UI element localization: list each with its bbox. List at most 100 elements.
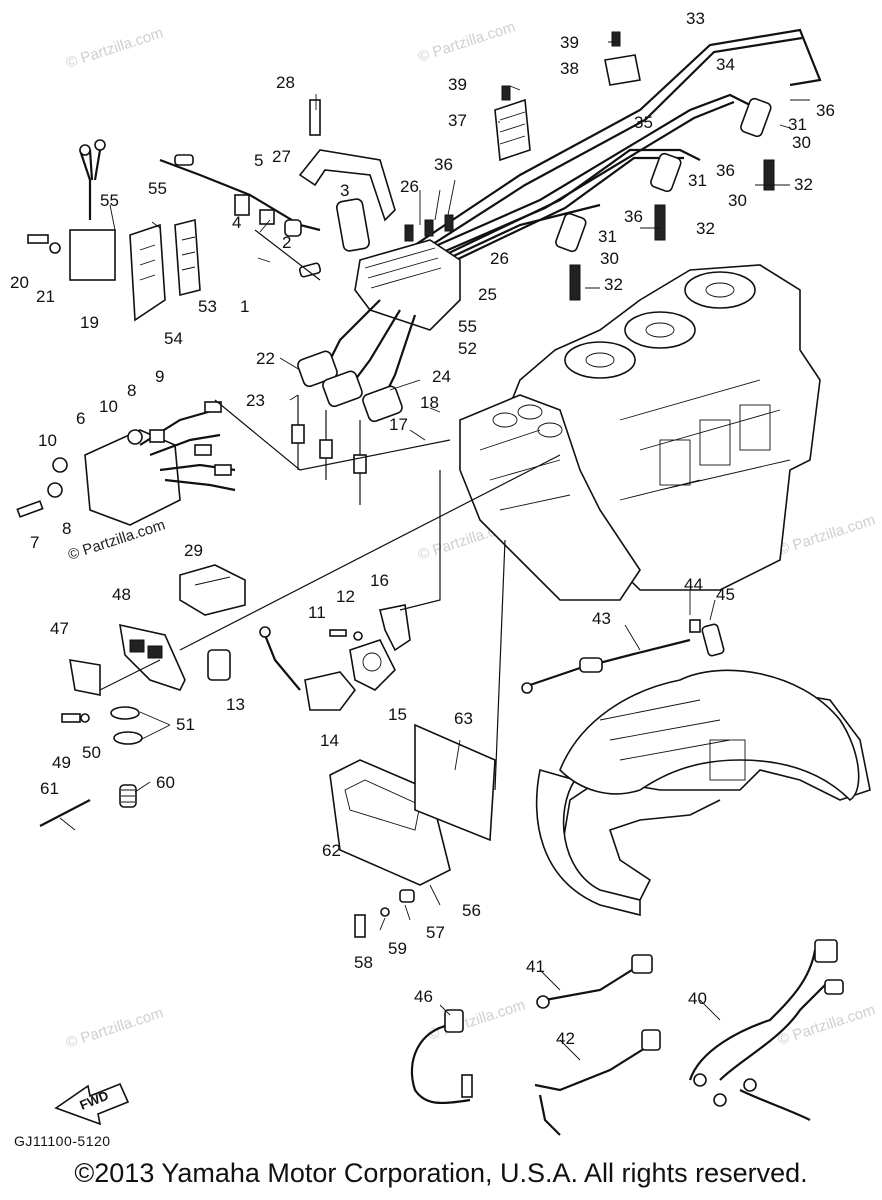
coil-leads [291, 299, 417, 505]
callout-8b: 8 [62, 519, 71, 538]
callout-45: 45 [716, 585, 735, 604]
watermark: © Partzilla.com [66, 516, 167, 563]
callout-51: 51 [176, 715, 195, 734]
callout-53: 53 [198, 297, 217, 316]
callout-63: 63 [454, 709, 473, 728]
lead-clamps [494, 31, 641, 162]
bracket-48 [61, 454, 561, 723]
callout-43: 43 [592, 609, 611, 628]
small-hardware [39, 706, 143, 827]
callout-26: 26 [400, 177, 419, 196]
callout-55c: 55 [458, 317, 477, 336]
callout-36c: 36 [624, 207, 643, 226]
callout-60: 60 [156, 773, 175, 792]
callout-36: 36 [816, 101, 835, 120]
watermark: © Partzilla.com [776, 511, 877, 558]
sensor-29 [179, 564, 246, 616]
callout-62: 62 [322, 841, 341, 860]
callout-39b: 39 [448, 75, 467, 94]
callout-21: 21 [36, 287, 55, 306]
rectifier-assembly [27, 139, 201, 322]
wire-leads-top [159, 154, 322, 281]
callout-31: 31 [788, 115, 807, 134]
callout-29: 29 [184, 541, 203, 560]
callout-12: 12 [336, 587, 355, 606]
callout-54: 54 [164, 329, 183, 348]
callout-30c: 30 [600, 249, 619, 268]
callout-10: 10 [99, 397, 118, 416]
callout-35: 35 [634, 113, 653, 132]
watermark: © Partzilla.com [776, 1001, 877, 1048]
callout-2: 2 [282, 233, 291, 252]
callout-47: 47 [50, 619, 69, 638]
callout-39: 39 [560, 33, 579, 52]
callout-41: 41 [526, 957, 545, 976]
callout-50: 50 [82, 743, 101, 762]
callout-32b: 32 [696, 219, 715, 238]
callout-17: 17 [389, 415, 408, 434]
callout-44: 44 [684, 575, 703, 594]
watermark: © Partzilla.com [426, 996, 527, 1043]
callout-27: 27 [272, 147, 291, 166]
callout-57: 57 [426, 923, 445, 942]
drawing-code: GJ11100-5120 [14, 1133, 111, 1149]
callout-10b: 10 [38, 431, 57, 450]
callout-31c: 31 [598, 227, 617, 246]
callout-33: 33 [686, 9, 705, 28]
callout-61: 61 [40, 779, 59, 798]
plug-caps [555, 97, 775, 301]
forward-arrow: FWD [54, 1082, 130, 1126]
callout-48: 48 [112, 585, 131, 604]
callout-5: 5 [254, 151, 263, 170]
callout-56: 56 [462, 901, 481, 920]
callout-58: 58 [354, 953, 373, 972]
watermark: © Partzilla.com [64, 24, 165, 71]
callout-32: 32 [794, 175, 813, 194]
callout-1: 1 [240, 297, 249, 316]
callout-22: 22 [256, 349, 275, 368]
callout-55: 55 [100, 191, 119, 210]
callout-19: 19 [80, 313, 99, 332]
callout-23: 23 [246, 391, 265, 410]
exhaust-manifold [459, 394, 641, 601]
exhaust-pipe [535, 669, 871, 917]
callout-55b: 55 [148, 179, 167, 198]
callout-18: 18 [420, 393, 439, 412]
callout-11: 11 [308, 603, 326, 622]
callout-59: 59 [388, 939, 407, 958]
callout-32c: 32 [604, 275, 623, 294]
callout-layer: 1 2 3 4 5 6 7 8 8 9 10 10 11 12 13 14 15… [10, 9, 835, 1048]
callout-8: 8 [127, 381, 136, 400]
ignition-coil-block [354, 214, 461, 331]
callout-52: 52 [458, 339, 477, 358]
starter-relay-group [207, 470, 441, 711]
callout-7: 7 [30, 533, 39, 552]
callout-9: 9 [155, 367, 164, 386]
callout-36d: 36 [434, 155, 453, 174]
callout-15: 15 [388, 705, 407, 724]
watermark: © Partzilla.com [64, 1004, 165, 1051]
callout-30: 30 [792, 133, 811, 152]
callout-3: 3 [340, 181, 349, 200]
callout-16: 16 [370, 571, 389, 590]
callout-31b: 31 [688, 171, 707, 190]
callout-40: 40 [688, 989, 707, 1008]
callout-38: 38 [560, 59, 579, 78]
callout-37: 37 [448, 111, 467, 130]
callout-30b: 30 [728, 191, 747, 210]
callout-42: 42 [556, 1029, 575, 1048]
callout-28: 28 [276, 73, 295, 92]
temp-sensor-lead [521, 619, 725, 694]
callout-20: 20 [10, 273, 29, 292]
callout-13: 13 [226, 695, 245, 714]
coil-bracket [298, 99, 396, 252]
wire-harnesses [410, 939, 844, 1136]
callout-49: 49 [52, 753, 71, 772]
cdi-unit [16, 399, 451, 526]
callout-25: 25 [478, 285, 497, 304]
electrical-box-cover [329, 539, 506, 938]
copyright-notice: ©2013 Yamaha Motor Corporation, U.S.A. A… [74, 1158, 808, 1188]
exploded-parts-diagram: © Partzilla.com © Partzilla.com © Partzi… [10, 9, 877, 1149]
callout-26b: 26 [490, 249, 509, 268]
callout-24: 24 [432, 367, 451, 386]
